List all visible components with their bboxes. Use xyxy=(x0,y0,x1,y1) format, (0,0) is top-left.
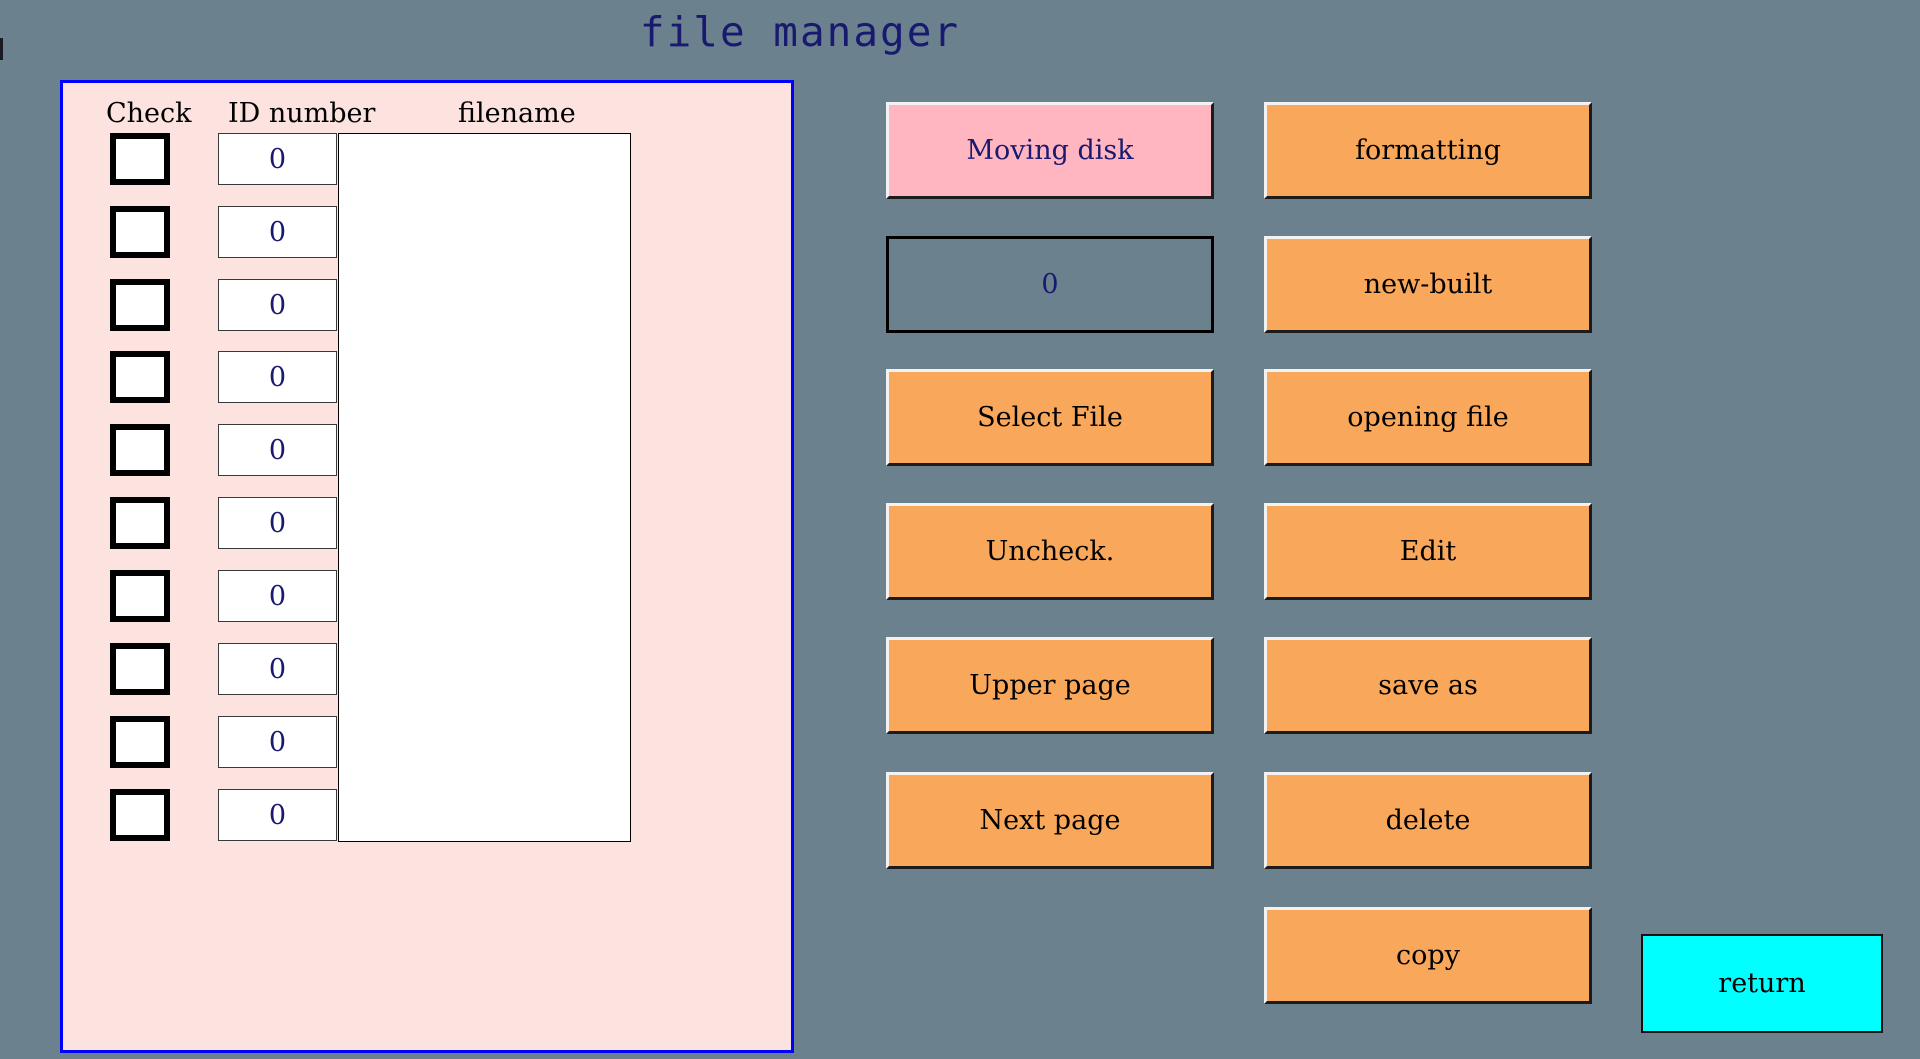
file-list-panel: Check ID number filename 0 0 0 0 0 0 0 0… xyxy=(60,80,794,1053)
next-page-button[interactable]: Next page xyxy=(886,772,1214,869)
return-button[interactable]: return xyxy=(1641,934,1883,1033)
row-id-field[interactable]: 0 xyxy=(218,643,337,695)
row-checkbox[interactable] xyxy=(110,497,170,549)
row-id-field[interactable]: 0 xyxy=(218,424,337,476)
row-checkbox[interactable] xyxy=(110,789,170,841)
copy-button[interactable]: copy xyxy=(1264,907,1592,1004)
disk-index-display: 0 xyxy=(886,236,1214,333)
page-title-text: file manager xyxy=(639,8,961,56)
row-id-field[interactable]: 0 xyxy=(218,716,337,768)
new-built-button[interactable]: new-built xyxy=(1264,236,1592,333)
row-id-field[interactable]: 0 xyxy=(218,279,337,331)
row-id-field[interactable]: 0 xyxy=(218,789,337,841)
page-title: file manager xyxy=(0,8,1920,56)
edit-button[interactable]: Edit xyxy=(1264,503,1592,600)
row-id-field[interactable]: 0 xyxy=(218,351,337,403)
row-checkbox[interactable] xyxy=(110,279,170,331)
upper-page-button[interactable]: Upper page xyxy=(886,637,1214,734)
screen-edge-artifact xyxy=(0,38,3,60)
opening-file-button[interactable]: opening file xyxy=(1264,369,1592,466)
row-id-field[interactable]: 0 xyxy=(218,497,337,549)
save-as-button[interactable]: save as xyxy=(1264,637,1592,734)
column-header-check: Check xyxy=(106,98,192,129)
moving-disk-button[interactable]: Moving disk xyxy=(886,102,1214,199)
row-checkbox[interactable] xyxy=(110,570,170,622)
row-checkbox[interactable] xyxy=(110,206,170,258)
row-checkbox[interactable] xyxy=(110,643,170,695)
uncheck-button[interactable]: Uncheck. xyxy=(886,503,1214,600)
column-header-id: ID number xyxy=(228,98,376,129)
row-id-field[interactable]: 0 xyxy=(218,570,337,622)
row-checkbox[interactable] xyxy=(110,716,170,768)
row-checkbox[interactable] xyxy=(110,351,170,403)
row-id-field[interactable]: 0 xyxy=(218,206,337,258)
row-id-field[interactable]: 0 xyxy=(218,133,337,185)
filename-listbox[interactable] xyxy=(338,133,631,842)
row-checkbox[interactable] xyxy=(110,424,170,476)
column-header-filename: filename xyxy=(458,98,576,129)
formatting-button[interactable]: formatting xyxy=(1264,102,1592,199)
delete-button[interactable]: delete xyxy=(1264,772,1592,869)
select-file-button[interactable]: Select File xyxy=(886,369,1214,466)
row-checkbox[interactable] xyxy=(110,133,170,185)
